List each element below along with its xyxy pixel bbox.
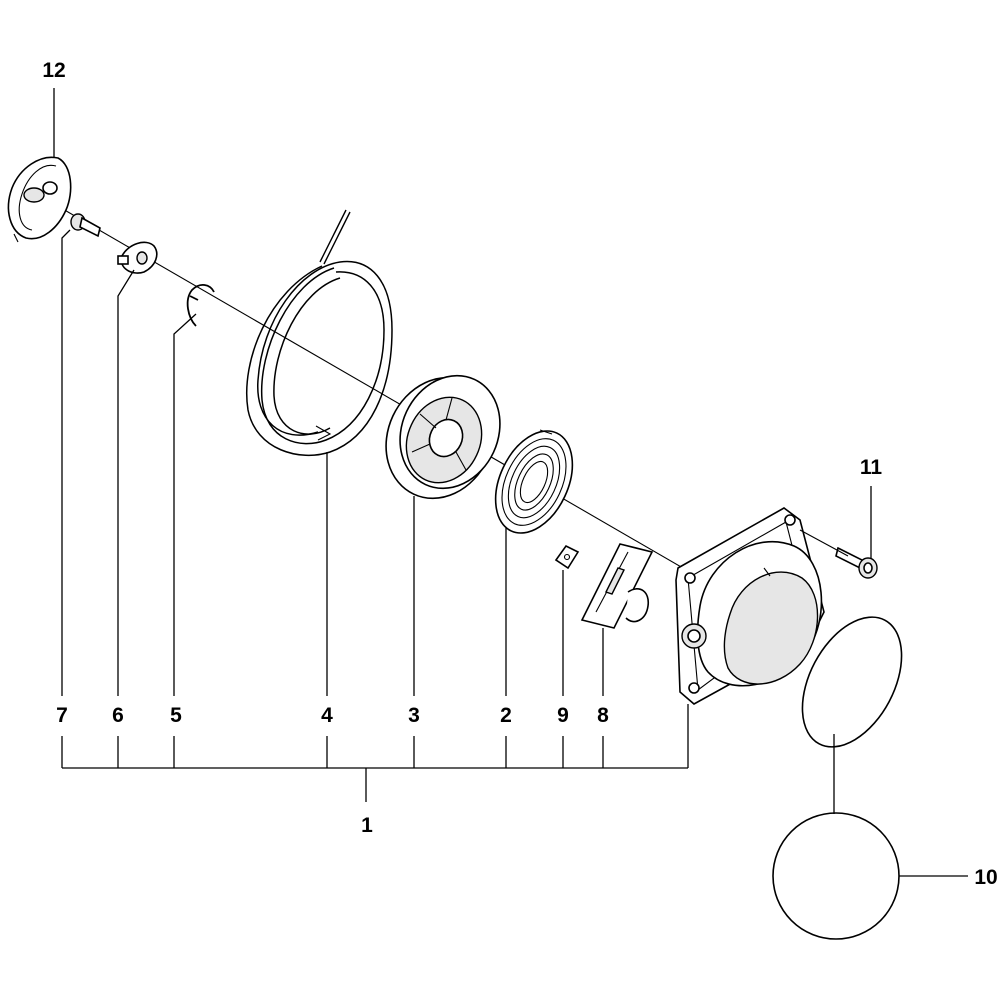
label-10: 10: [974, 866, 997, 889]
leader-6: [117, 269, 135, 696]
label-3: 3: [408, 704, 420, 727]
screw-axis: [799, 529, 849, 557]
part-2-recoil-spring: [494, 429, 574, 534]
part-5-spring-clip: [186, 284, 215, 327]
label-8: 8: [597, 704, 609, 727]
label-5: 5: [170, 704, 182, 727]
part-10-decal: [772, 812, 900, 940]
part-8-handle: [580, 543, 654, 629]
part-12-starter-cover: [7, 156, 72, 243]
leader-5: [173, 313, 197, 696]
label-1: 1: [361, 814, 373, 837]
label-7: 7: [56, 704, 68, 727]
starter-housing: [675, 507, 825, 705]
part-4-starter-rope: [246, 209, 393, 456]
label-2: 2: [500, 704, 512, 727]
assembly-1-bracket: [61, 704, 689, 802]
part-3-rope-pulley: [385, 374, 501, 500]
label-4: 4: [321, 704, 333, 727]
part-11-screw: [835, 546, 878, 579]
label-6: 6: [112, 704, 124, 727]
part-7-screw: [70, 213, 101, 238]
part-6-drive-hub: [117, 241, 158, 274]
label-9: 9: [557, 704, 569, 727]
label-12: 12: [42, 59, 65, 82]
leader-7: [61, 229, 71, 696]
part-9-nut: [554, 544, 580, 570]
part-10-decal-mounted: [801, 616, 903, 748]
label-11: 11: [860, 456, 883, 479]
